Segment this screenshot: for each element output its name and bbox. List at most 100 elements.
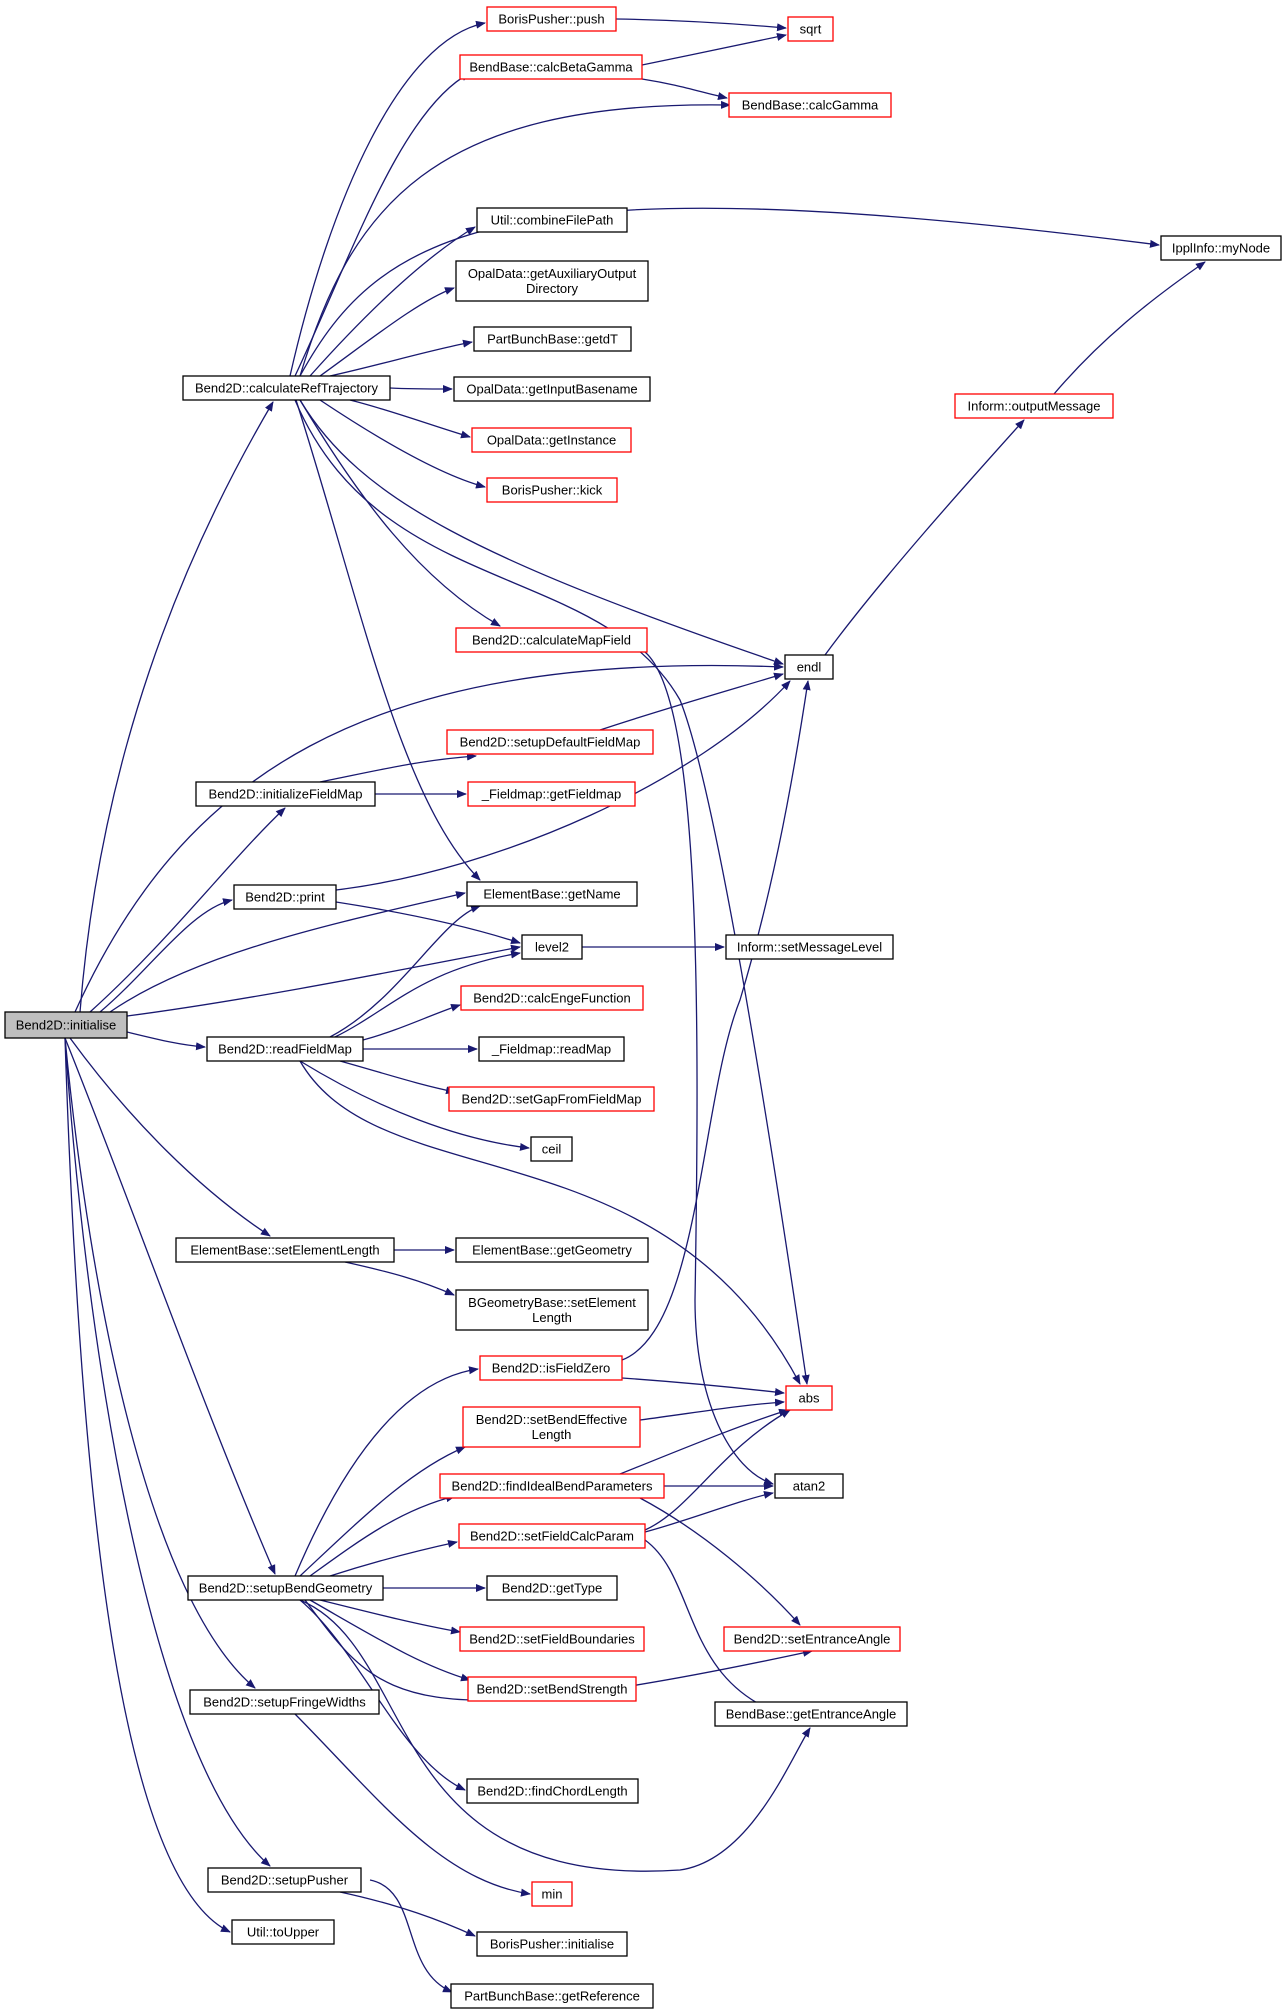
edge-init-to-sbg — [64, 1037, 276, 1575]
node-sp[interactable]: Bend2D::setupPusher — [207, 1867, 362, 1893]
node-ggeo[interactable]: ElementBase::getGeometry — [455, 1237, 649, 1263]
node-level2[interactable]: level2 — [521, 934, 583, 960]
node-fcl[interactable]: Bend2D::findChordLength — [466, 1778, 639, 1804]
node-cgamma[interactable]: BendBase::calcGamma — [728, 92, 892, 118]
node-box — [473, 326, 632, 352]
node-gref[interactable]: PartBunchBase::getReference — [450, 1983, 654, 2009]
node-box — [466, 881, 638, 907]
node-box — [231, 1919, 335, 1945]
node-label: Directory — [526, 281, 579, 296]
node-box — [462, 1406, 641, 1448]
node-sbg[interactable]: Bend2D::setupBendGeometry — [187, 1575, 384, 1601]
node-label: abs — [799, 1391, 820, 1406]
node-sel[interactable]: ElementBase::setElementLength — [175, 1237, 395, 1263]
node-box — [455, 1237, 649, 1263]
node-rfm[interactable]: Bend2D::readFieldMap — [206, 1036, 364, 1062]
node-bgsel[interactable]: BGeometryBase::setElementLength — [455, 1289, 649, 1331]
node-box — [450, 1983, 654, 2009]
edge-crt-to-gib — [389, 384, 453, 393]
node-print[interactable]: Bend2D::print — [233, 884, 337, 910]
node-label: Util::combineFilePath — [491, 213, 614, 228]
node-label: ElementBase::setElementLength — [190, 1243, 379, 1258]
edge-ifz-to-endl — [621, 680, 811, 1361]
node-endl[interactable]: endl — [784, 654, 834, 680]
node-label: BorisPusher::push — [498, 12, 604, 27]
node-box — [207, 1867, 362, 1893]
node-label: endl — [797, 660, 822, 675]
node-om[interactable]: Inform::outputMessage — [954, 393, 1114, 419]
edge-sbg-to-ifz — [294, 1366, 479, 1577]
node-ginst[interactable]: OpalData::getInstance — [471, 427, 632, 453]
edge-cbg-to-cgamma — [641, 78, 728, 100]
edge-rfm-to-abs — [299, 1060, 801, 1385]
node-box — [476, 207, 628, 233]
node-box — [466, 1778, 639, 1804]
node-gtype[interactable]: Bend2D::getType — [486, 1575, 618, 1601]
node-atan2[interactable]: atan2 — [774, 1473, 844, 1499]
node-sbs[interactable]: Bend2D::setBendStrength — [467, 1676, 637, 1702]
node-gdt[interactable]: PartBunchBase::getdT — [473, 326, 632, 352]
node-cmf[interactable]: Bend2D::calculateMapField — [455, 627, 648, 653]
node-sdfm[interactable]: Bend2D::setupDefaultFieldMap — [446, 729, 654, 755]
edge-init-to-level2 — [126, 944, 521, 1017]
node-cfp[interactable]: Util::combineFilePath — [476, 207, 628, 233]
node-gib[interactable]: OpalData::getInputBasename — [453, 376, 651, 402]
node-sfcp[interactable]: Bend2D::setFieldCalcParam — [458, 1523, 646, 1549]
edge-init-to-sp — [64, 1037, 271, 1867]
node-cef[interactable]: Bend2D::calcEngeFunction — [460, 985, 644, 1011]
node-sea[interactable]: Bend2D::setEntranceAngle — [723, 1626, 901, 1652]
edge-rfm-to-level2 — [334, 950, 521, 1038]
node-label: ceil — [542, 1142, 562, 1157]
node-crt[interactable]: Bend2D::calculateRefTrajectory — [182, 375, 391, 401]
edge-sbg-to-sfcp — [329, 1539, 458, 1577]
edge-crt-to-cfp — [309, 226, 476, 377]
node-init[interactable]: Bend2D::initialise — [4, 1011, 128, 1039]
node-sfb[interactable]: Bend2D::setFieldBoundaries — [459, 1626, 645, 1652]
node-bpinit[interactable]: BorisPusher::initialise — [476, 1931, 628, 1957]
edge-push-to-sqrt — [615, 18, 787, 32]
node-label: Bend2D::setBendStrength — [476, 1682, 627, 1697]
node-push[interactable]: BorisPusher::push — [486, 6, 617, 32]
edge-init-to-crt — [79, 401, 274, 1013]
node-ceil[interactable]: ceil — [530, 1136, 573, 1162]
edge-endl-to-om — [824, 419, 1025, 656]
node-sml[interactable]: Inform::setMessageLevel — [725, 934, 894, 960]
edge-crt-to-cgamma — [299, 100, 731, 377]
node-box — [455, 627, 648, 653]
node-label: Bend2D::calculateRefTrajectory — [195, 381, 379, 396]
node-abs[interactable]: abs — [785, 1385, 833, 1411]
node-label: Bend2D::isFieldZero — [492, 1361, 611, 1376]
node-rmap[interactable]: _Fieldmap::readMap — [478, 1036, 625, 1062]
node-gea[interactable]: BendBase::getEntranceAngle — [714, 1701, 908, 1727]
node-kick[interactable]: BorisPusher::kick — [486, 477, 618, 503]
node-ifm[interactable]: Bend2D::initializeFieldMap — [195, 781, 376, 807]
edge-rfm-to-sgfm — [339, 1060, 456, 1095]
node-gname[interactable]: ElementBase::getName — [466, 881, 638, 907]
node-box — [486, 1575, 618, 1601]
edge-crt-to-kick — [319, 399, 486, 489]
node-label: sqrt — [800, 22, 822, 37]
node-label: PartBunchBase::getReference — [464, 1989, 640, 2004]
node-sgfm[interactable]: Bend2D::setGapFromFieldMap — [448, 1086, 655, 1112]
node-box — [455, 1289, 649, 1331]
node-sqrt[interactable]: sqrt — [787, 16, 834, 42]
node-min[interactable]: min — [531, 1881, 573, 1907]
node-gfm[interactable]: _Fieldmap::getFieldmap — [467, 781, 636, 807]
node-fibp[interactable]: Bend2D::findIdealBendParameters — [439, 1473, 665, 1499]
node-sfw[interactable]: Bend2D::setupFringeWidths — [189, 1689, 380, 1715]
node-label: Inform::outputMessage — [968, 399, 1101, 414]
edge-crt-to-ginst — [349, 399, 471, 439]
node-cbg[interactable]: BendBase::calcBetaGamma — [459, 54, 643, 80]
node-label: Length — [532, 1427, 572, 1442]
node-toupper[interactable]: Util::toUpper — [231, 1919, 335, 1945]
node-box — [785, 1385, 833, 1411]
node-box — [459, 1626, 645, 1652]
node-mynode[interactable]: IpplInfo::myNode — [1160, 235, 1282, 261]
edge-rfm-to-ceil — [299, 1060, 530, 1151]
node-box — [954, 393, 1114, 419]
edge-fibp-to-sea — [639, 1497, 801, 1626]
node-ifz[interactable]: Bend2D::isFieldZero — [479, 1355, 623, 1381]
